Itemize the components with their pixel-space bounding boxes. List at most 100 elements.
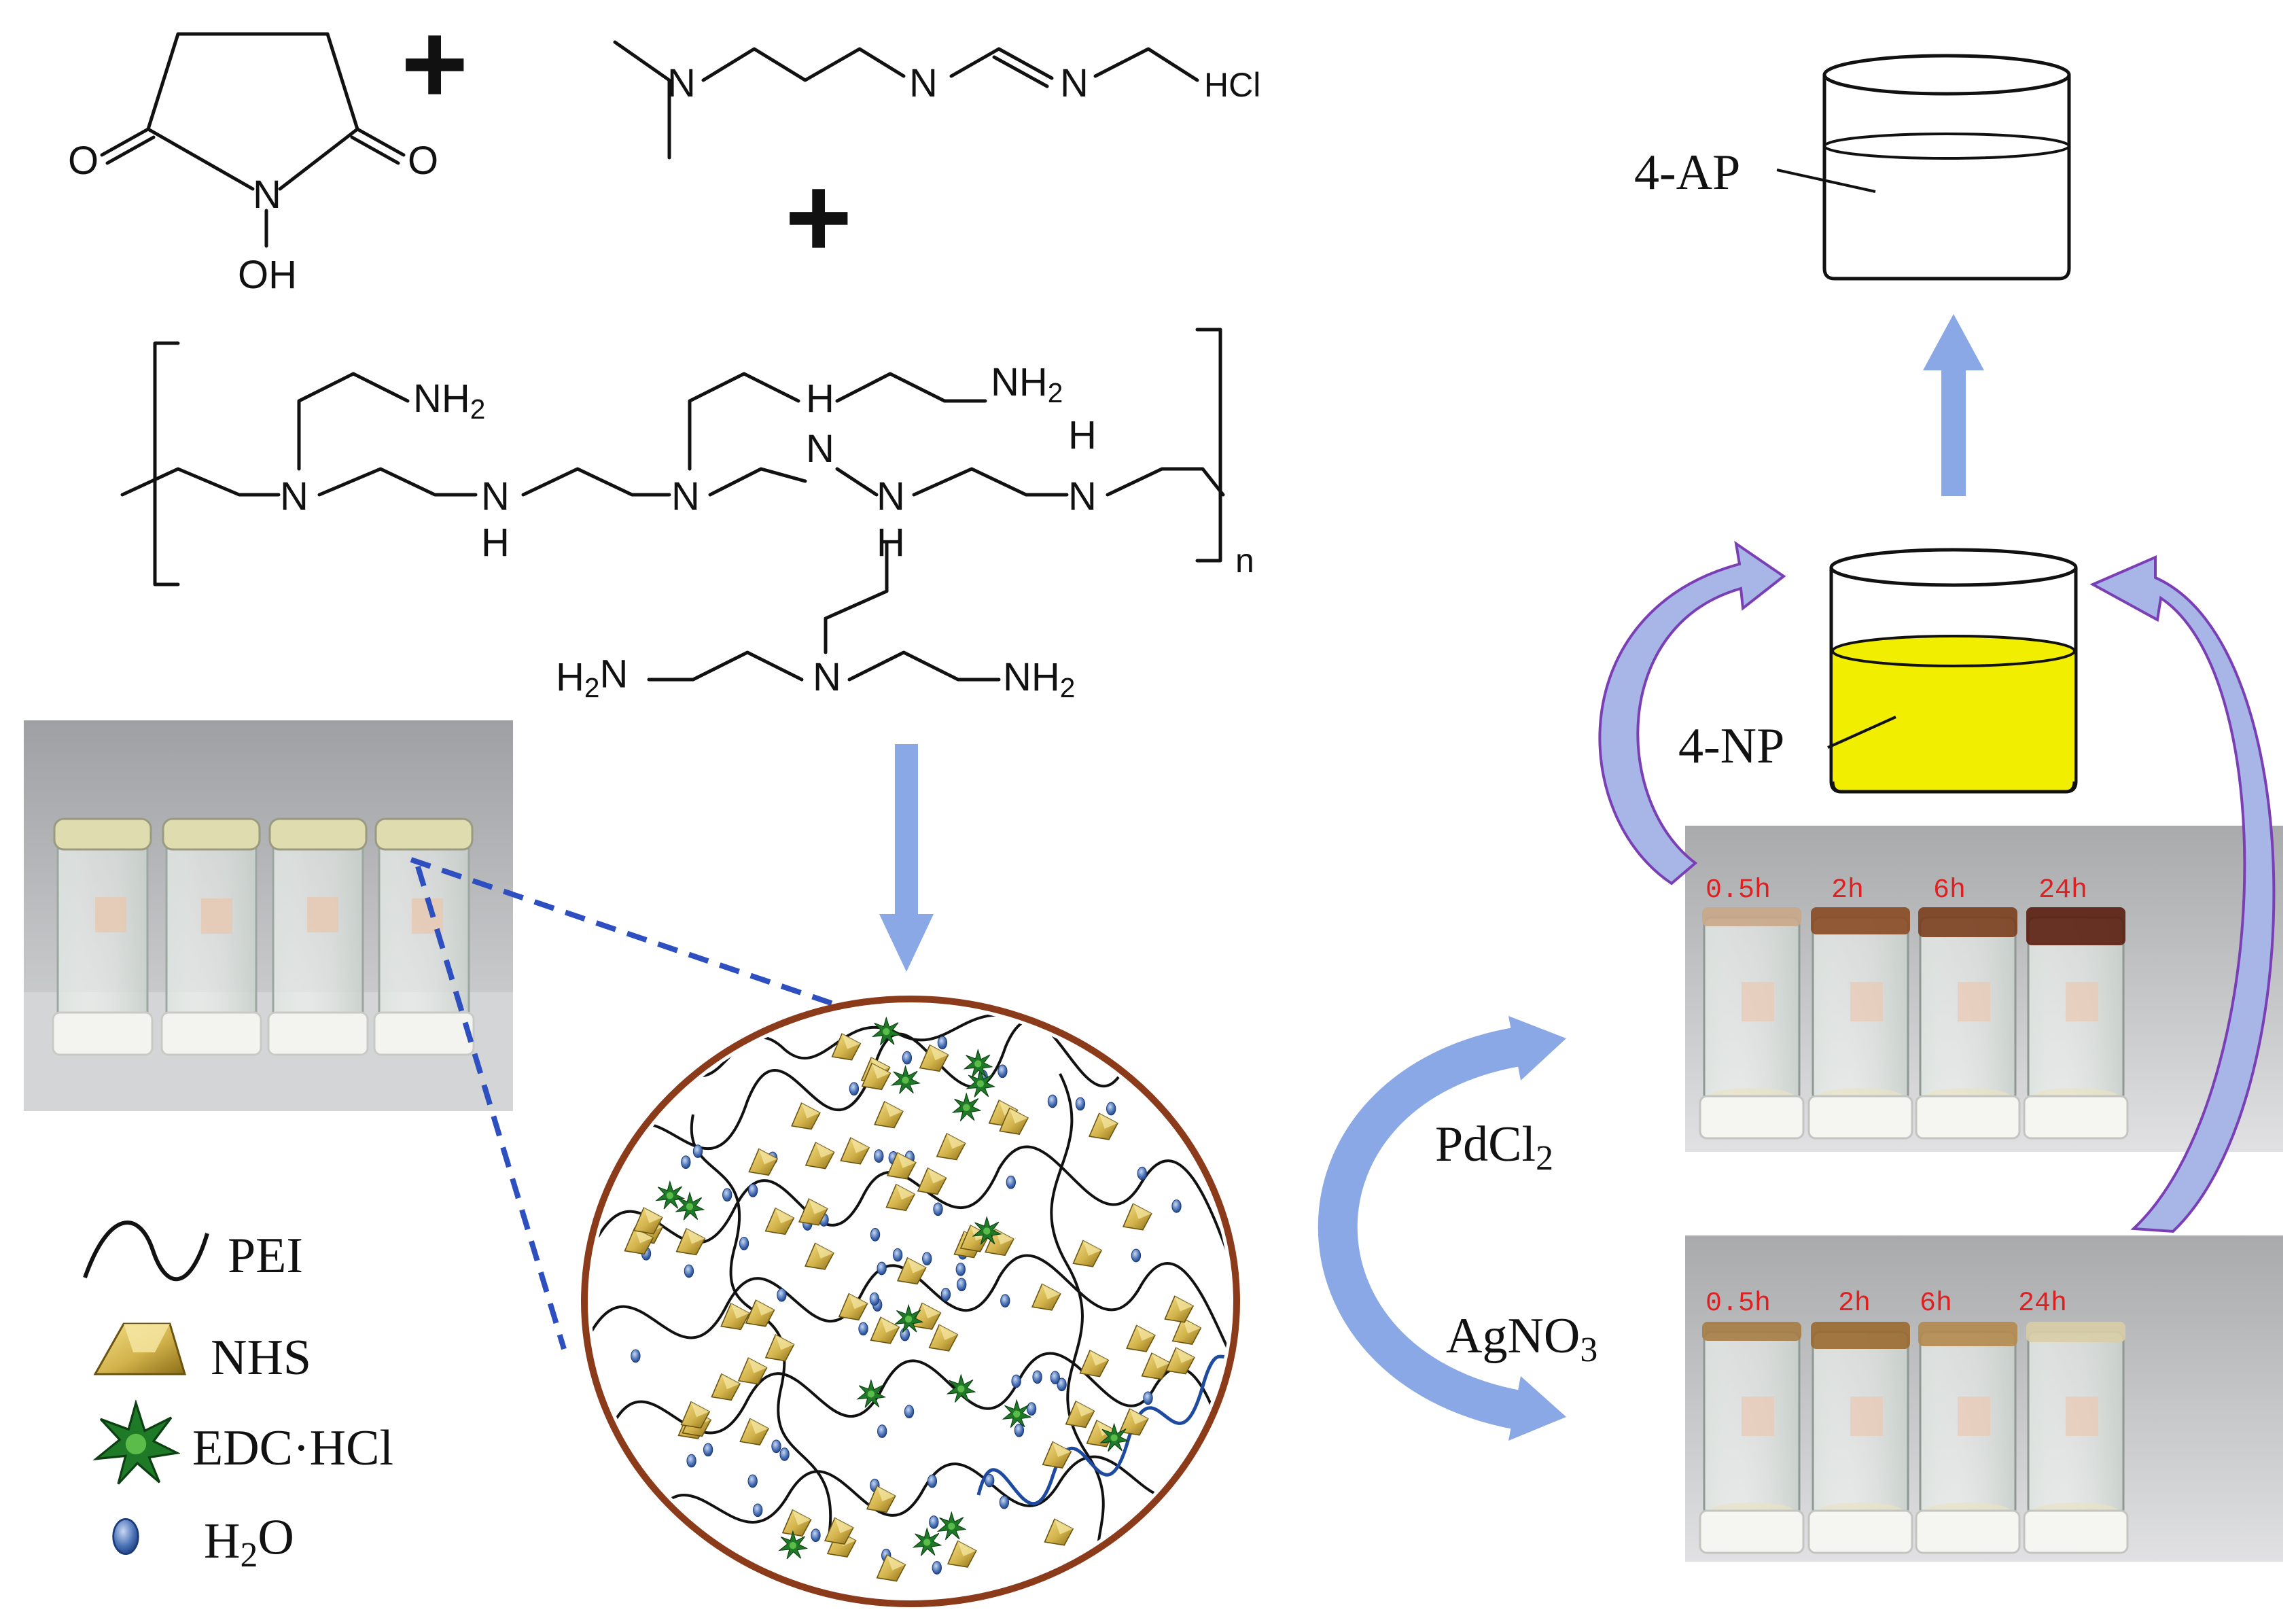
water-particle xyxy=(849,1082,860,1096)
water-particle xyxy=(739,1236,749,1250)
water-particle xyxy=(929,1515,939,1529)
pei-atom-h-top-right: H xyxy=(1068,413,1097,457)
reagent-pdcl2: PdCl2 xyxy=(1435,1117,1553,1178)
nhs-atom-o-left: O xyxy=(68,139,99,183)
photo-vial xyxy=(1699,907,1805,1140)
legend-pei-icon xyxy=(83,1221,209,1282)
flow-arrow-down xyxy=(879,744,934,972)
water-particle xyxy=(811,1528,821,1543)
vial-1 xyxy=(52,818,154,1056)
water-particle xyxy=(1047,1094,1058,1108)
hydrogel-vials-photo xyxy=(24,720,513,1111)
reagent-agno3: AgNO3 xyxy=(1446,1308,1597,1369)
reagent-agno3-text: AgNO3 xyxy=(1446,1308,1597,1369)
vial-2 xyxy=(160,818,262,1056)
water-particle xyxy=(1014,1423,1025,1437)
pei-atom-h2n-bottom: H2N xyxy=(556,652,628,704)
pei-repeat-index: n xyxy=(1235,542,1254,580)
edc-atom-hcl: HCl xyxy=(1204,66,1260,104)
beaker-4ap: 4-AP xyxy=(1634,54,2071,281)
nhs-molecule: O O N OH xyxy=(68,32,438,297)
ag-time-label-3: 6h xyxy=(1920,1288,1952,1319)
flow-arrow-up xyxy=(1923,314,1984,496)
split-arrow xyxy=(1318,1016,1566,1441)
water-particle xyxy=(631,1349,641,1363)
pei-atom-h-under-n2: H xyxy=(481,521,510,565)
legend: PEI NHS EDC·HCl H2O xyxy=(83,1221,393,1575)
edc-atom-n3: N xyxy=(1060,61,1089,105)
beaker-4ap-label: 4-AP xyxy=(1634,145,1740,200)
water-particle xyxy=(1011,1374,1021,1388)
ag-time-label-1: 0.5h xyxy=(1706,1288,1771,1319)
highlighted-pei-chain xyxy=(976,1351,1230,1505)
legend-label-water: H2O xyxy=(204,1509,294,1575)
pei-bracket-left xyxy=(153,341,180,586)
photo-vial xyxy=(1807,907,1913,1140)
pei-atom-h-under-n4: H xyxy=(877,521,905,565)
water-particle xyxy=(722,1188,732,1202)
water-particle xyxy=(877,1261,887,1276)
water-particle xyxy=(999,1495,1010,1509)
water-particle xyxy=(904,1405,915,1419)
water-particle xyxy=(779,1448,790,1461)
water-particle xyxy=(681,1155,691,1170)
plus-sign-1: + xyxy=(401,0,468,128)
photo-vial xyxy=(2023,1322,2129,1554)
pd-vials-photo: 0.5h 2h 6h 24h xyxy=(1685,826,2283,1152)
water-particle xyxy=(874,1149,884,1163)
pei-atom-nh2-top-right: NH2 xyxy=(991,360,1063,408)
water-particle xyxy=(1075,1097,1086,1111)
pei-atom-nh2-bottom: NH2 xyxy=(1003,655,1075,703)
legend-water-icon xyxy=(112,1517,139,1556)
pd-time-label-2: 2h xyxy=(1831,875,1864,906)
water-particle xyxy=(933,1202,943,1216)
vial-3 xyxy=(267,818,369,1056)
water-particle xyxy=(1000,1294,1010,1308)
nhs-atom-oh: OH xyxy=(238,253,297,297)
water-particle xyxy=(747,1183,758,1197)
legend-label-edc: EDC·HCl xyxy=(192,1420,393,1476)
water-particle xyxy=(922,1252,932,1266)
legend-nhs-icon xyxy=(93,1322,187,1375)
water-particle xyxy=(1143,1391,1153,1405)
water-particle xyxy=(858,1322,868,1336)
photo-vial xyxy=(1807,1322,1913,1554)
water-particle xyxy=(937,1036,948,1050)
vial-4 xyxy=(373,818,475,1056)
water-particle xyxy=(927,1474,938,1488)
water-particle xyxy=(870,1227,881,1242)
water-particle xyxy=(940,1287,951,1301)
water-particle xyxy=(747,1474,758,1488)
water-particle xyxy=(997,1064,1008,1078)
pd-time-labels: 0.5h 2h 6h 24h xyxy=(1706,875,2087,906)
beaker-4np-label: 4-NP xyxy=(1678,718,1784,774)
ag-vials xyxy=(1699,1322,2129,1554)
water-particle xyxy=(777,1288,787,1302)
photo-vial xyxy=(2023,907,2129,1140)
pd-vials xyxy=(1699,907,2129,1140)
pei-atom-n1: N xyxy=(280,474,308,519)
pei-atom-h-top-mid: H xyxy=(806,376,834,421)
water-particle xyxy=(692,1144,703,1158)
ag-vials-photo: 0.5h 2h 6h 24h xyxy=(1685,1235,2283,1562)
water-particle xyxy=(1026,1402,1037,1416)
water-particle xyxy=(985,1473,995,1488)
water-particle xyxy=(955,1263,966,1276)
edc-atom-n1: N xyxy=(667,61,696,105)
ag-time-labels: 0.5h 2h 6h 24h xyxy=(1706,1288,2067,1319)
nhs-atom-n: N xyxy=(253,173,281,217)
water-particle xyxy=(1006,1175,1016,1189)
water-particle xyxy=(1032,1370,1042,1384)
pei-atom-n-bottom: N xyxy=(813,655,841,699)
water-particle xyxy=(703,1443,713,1457)
pei-atom-n-top: N xyxy=(806,427,834,471)
water-particle xyxy=(753,1503,763,1517)
pei-atom-nh2-top-left: NH2 xyxy=(413,376,485,425)
water-particle xyxy=(1106,1102,1116,1116)
plus-sign-2: + xyxy=(785,153,852,282)
water-particle xyxy=(771,1439,781,1454)
water-particle xyxy=(686,1454,696,1468)
catalysis-arrow-left xyxy=(1598,540,1786,885)
water-particle xyxy=(877,1424,887,1438)
beaker-4np: 4-NP xyxy=(1678,548,2078,794)
